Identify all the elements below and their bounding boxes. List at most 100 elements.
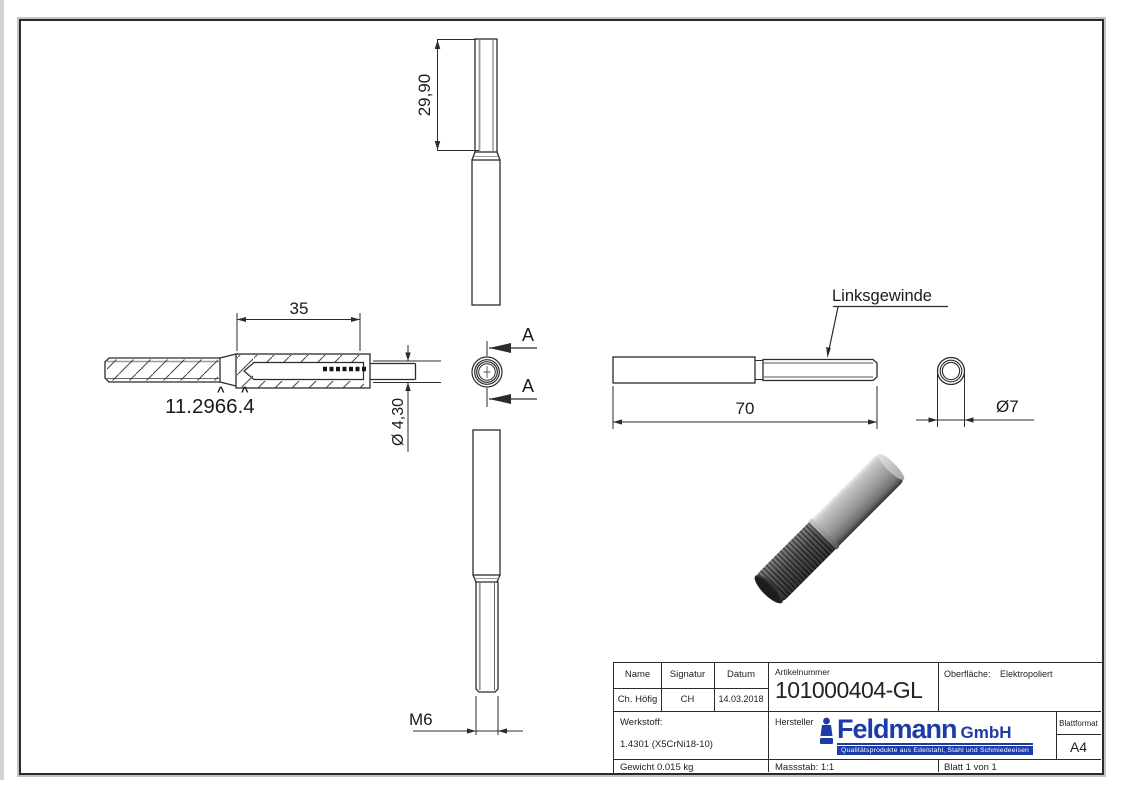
front-thread-hatch: [107, 359, 218, 381]
tb-line: [614, 688, 768, 690]
dim-diameter-430: Ø 4,30: [390, 397, 407, 447]
section-label-a-top: A: [521, 325, 534, 345]
tb-name-label: Name: [624, 669, 651, 680]
section-center-mark: [483, 366, 491, 378]
note-leader-line: [827, 306, 839, 353]
feldmann-emblem-icon: [820, 717, 833, 744]
end-circle-inner: [941, 361, 961, 381]
front-body-outline: [235, 353, 371, 389]
arrow-left: [237, 317, 246, 322]
bottom-thread-outline: [475, 581, 499, 693]
arrow-right: [467, 728, 476, 734]
arrow-left: [613, 419, 622, 425]
side-body-outline: [612, 356, 756, 384]
bottom-view: [413, 429, 523, 735]
dim-thread-m6: M6: [409, 710, 433, 729]
side-neck: [755, 359, 763, 381]
caret-mark: ^: [241, 384, 249, 399]
drawing-border-frame: [17, 17, 1106, 777]
top-transition: [471, 151, 501, 161]
tb-signatur-label: Signatur: [669, 669, 706, 680]
section-circle-2: [474, 359, 500, 385]
dim-stamp-overlap: 11.2966.4: [165, 395, 255, 418]
feldmann-logo-tagline: Qualitätsprodukte aus Edelstahl, Stahl u…: [837, 746, 1034, 755]
tb-line: [714, 663, 716, 711]
cut-arrow-top: [489, 343, 511, 353]
front-dia-extensions: [373, 360, 441, 383]
note-leader-arrow: [826, 347, 831, 358]
top-view: [434, 38, 501, 306]
side-view: [612, 305, 948, 429]
dim-length-35: 35: [289, 299, 309, 318]
tb-artikelnummer-value: 101000404-GL: [775, 677, 923, 703]
tb-werkstoff-label: Werkstoff:: [620, 717, 663, 728]
arrow-up: [434, 40, 441, 49]
tb-line: [938, 663, 940, 711]
arrow-left: [498, 728, 507, 734]
side-thread-inner-lines: [764, 362, 873, 378]
section-view: [471, 341, 537, 407]
arrow-down: [434, 141, 441, 150]
arrow-right: [868, 419, 877, 425]
front-rod-outline: [370, 362, 417, 381]
feldmann-logo-main: Feldmann GmbH: [837, 714, 1034, 745]
front-transition: [219, 353, 237, 387]
tb-datum-label: Datum: [727, 669, 755, 680]
tb-oberflaeche-value: Elektropoliert: [1000, 669, 1053, 679]
end-circle-mid: [939, 359, 963, 383]
top-body-outline: [471, 159, 501, 306]
end-dim-extensions: [937, 374, 965, 427]
arrow-down: [405, 352, 411, 361]
arrow-up: [405, 382, 411, 391]
front-hatch-topwall: [254, 355, 364, 362]
tb-line: [614, 711, 1101, 713]
tb-artikelnummer-label: Artikelnummer: [775, 667, 830, 677]
dim-length-70: 70: [735, 399, 755, 418]
section-label-a-bottom: A: [521, 376, 534, 396]
feldmann-logo-name: Feldmann: [837, 714, 958, 744]
tb-line: [1056, 734, 1101, 736]
top-dim-extension-lines: [437, 39, 479, 151]
note-linksgewinde: Linksgewinde: [832, 287, 932, 305]
feldmann-logo-suffix: GmbH: [960, 723, 1012, 742]
tb-line: [768, 663, 770, 772]
section-circle-3: [476, 361, 498, 383]
end-circle-outer: [936, 356, 966, 386]
tb-datum-value: 14.03.2018: [718, 694, 764, 704]
section-circle-inner: [478, 363, 496, 381]
top-thread-outline: [474, 38, 498, 153]
feldmann-logo: Feldmann GmbH Qualitätsprodukte aus Edel…: [819, 714, 1034, 755]
front-view: [104, 313, 441, 452]
arrow-right: [928, 417, 938, 423]
page-edge-shade: [0, 0, 4, 780]
tb-signatur-value: CH: [680, 694, 695, 705]
side-thread-outline: [762, 358, 878, 382]
front-hatch-bottomwall: [254, 381, 364, 388]
arrow-left: [964, 417, 974, 423]
title-block: Name Signatur Datum Ch. Höfig CH 14.03.2…: [613, 662, 1103, 774]
arrow-right: [351, 317, 360, 322]
tb-gewicht-value: Gewicht 0.015 kg: [620, 762, 694, 773]
front-hatch-left: [237, 355, 253, 387]
tb-werkstoff-value: 1.4301 (X5CrNi18-10): [620, 739, 713, 750]
bottom-dim-extensions: [475, 696, 499, 735]
cut-arrow-bottom: [489, 394, 511, 404]
tb-massstab-value: Massstab: 1:1: [775, 762, 835, 773]
section-circle-outer: [471, 356, 503, 388]
tb-blattformat-label: Blattformat: [1059, 719, 1098, 728]
tb-blattformat-value: A4: [1069, 739, 1088, 755]
front-dim35-extensions: [236, 313, 361, 351]
tb-line: [938, 759, 940, 772]
dim-height-2990: 29,90: [415, 73, 434, 117]
dim-diameter-7: Ø7: [996, 397, 1019, 416]
feldmann-logo-text: Feldmann GmbH Qualitätsprodukte aus Edel…: [837, 714, 1034, 755]
tb-blatt-value: Blatt 1 von 1: [944, 762, 997, 773]
caret-mark: ^: [217, 384, 225, 399]
tb-name-value: Ch. Höfig: [617, 694, 658, 705]
bottom-body-outline: [472, 429, 501, 576]
tb-line: [661, 663, 663, 711]
side-end-view: [916, 356, 1034, 427]
tb-oberflaeche-label: Oberfläche:: [944, 669, 991, 679]
